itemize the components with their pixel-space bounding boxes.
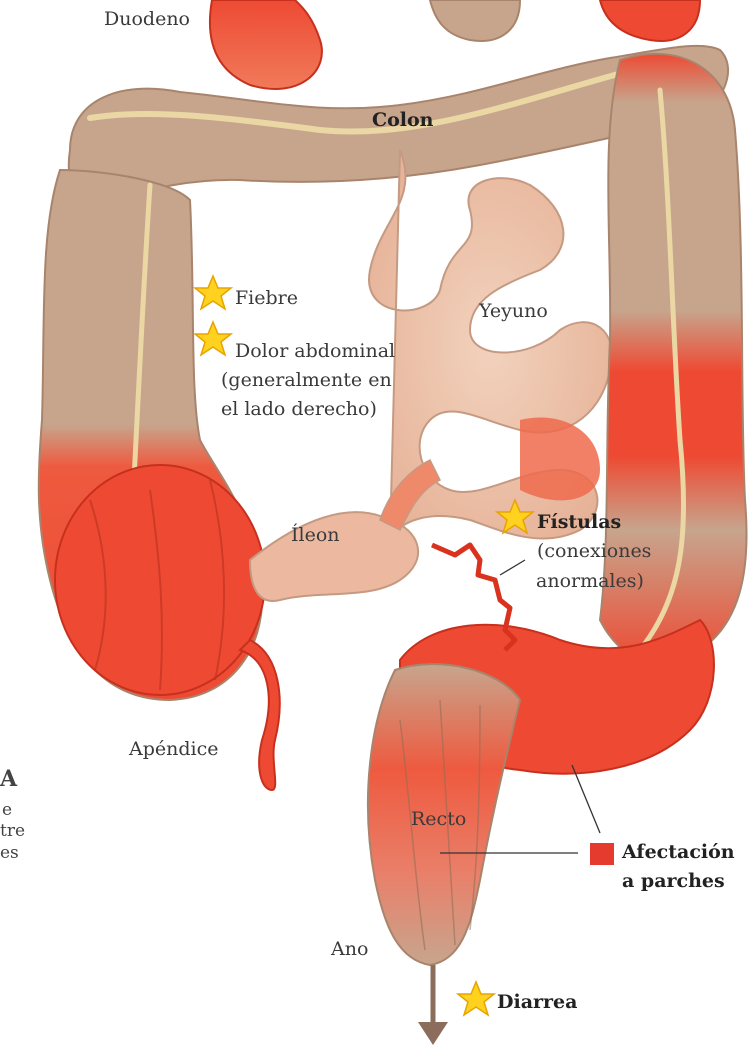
stomach-red-shape bbox=[600, 0, 700, 41]
symptom-fistulas-title: Fístulas bbox=[537, 511, 621, 534]
legend-line1: Afectación bbox=[622, 841, 735, 864]
jejunum-red-patch bbox=[520, 417, 600, 500]
symptom-fiebre: Fiebre bbox=[235, 287, 298, 310]
duodenum-top-shape bbox=[430, 0, 520, 41]
label-apendice: Apéndice bbox=[129, 738, 219, 761]
star-icon bbox=[195, 276, 231, 309]
fragment-es: es bbox=[0, 843, 19, 864]
star-icon bbox=[458, 982, 494, 1015]
label-duodeno: Duodeno bbox=[104, 8, 190, 31]
fragment-tre: tre bbox=[0, 821, 25, 842]
anus-arrow-head bbox=[418, 1022, 448, 1045]
label-recto: Recto bbox=[411, 808, 466, 831]
symptom-dolor-line3: el lado derecho) bbox=[221, 398, 377, 421]
label-ileon: Íleon bbox=[291, 524, 340, 547]
label-yeyuno: Yeyuno bbox=[479, 300, 548, 323]
symptom-diarrea: Diarrea bbox=[497, 991, 577, 1014]
label-ano: Ano bbox=[331, 938, 368, 961]
fragment-e: e bbox=[2, 800, 12, 821]
symptom-fistulas-line3: anormales) bbox=[536, 570, 644, 593]
appendix-shape bbox=[240, 640, 280, 790]
symptom-fistulas-line2: (conexiones bbox=[537, 540, 651, 563]
symptom-dolor-title: Dolor abdominal bbox=[235, 340, 395, 363]
duodenum-shape bbox=[210, 0, 322, 89]
label-colon: Colon bbox=[372, 109, 434, 132]
legend-swatch bbox=[590, 843, 614, 865]
patch-leader-2 bbox=[572, 765, 600, 833]
star-icon bbox=[195, 322, 231, 355]
fragment-a: A bbox=[0, 769, 17, 790]
legend-line2: a parches bbox=[622, 870, 725, 893]
fistula-leader bbox=[500, 560, 525, 575]
symptom-dolor-line2: (generalmente en bbox=[221, 369, 392, 392]
